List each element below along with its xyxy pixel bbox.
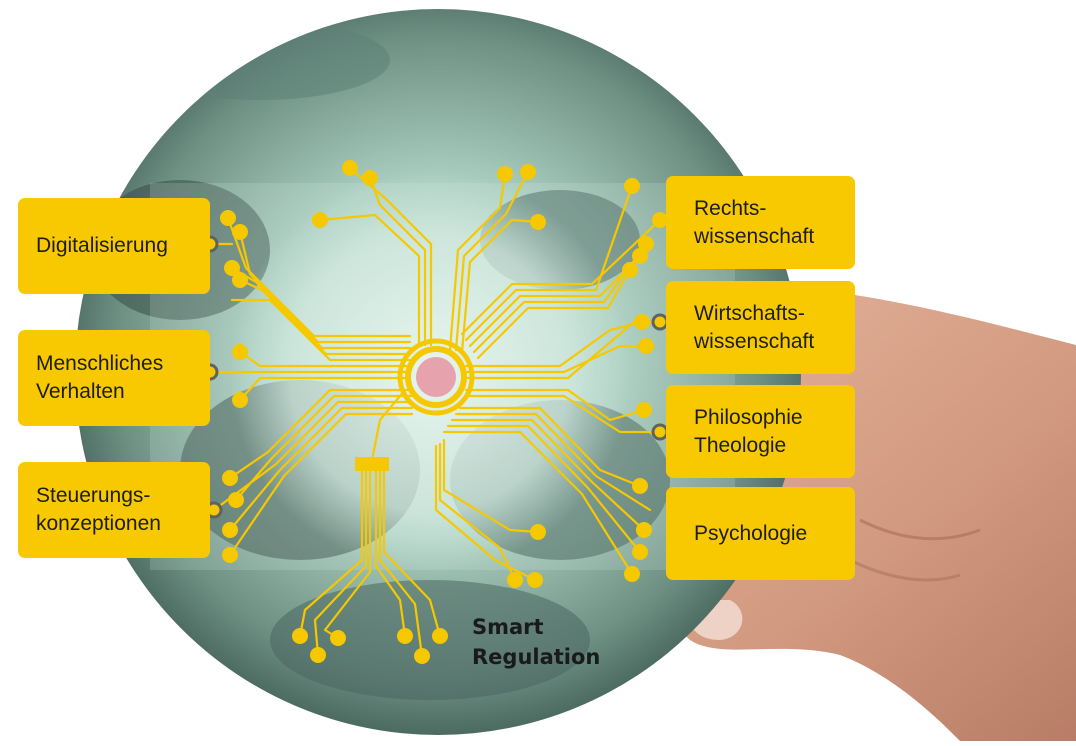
topic-label: wissenschaft	[694, 329, 815, 353]
circuit-nodes	[220, 160, 668, 664]
topic-label: Theologie	[694, 433, 787, 457]
topic-label: wissenschaft	[694, 224, 815, 248]
topic-label: Steuerungs-	[36, 484, 151, 507]
topic-label: Menschliches	[36, 352, 164, 375]
topic-label: Rechts-	[694, 196, 767, 220]
topic-box-digitalisierung: Digitalisierung	[18, 198, 210, 294]
topic-label: Psychologie	[694, 521, 808, 545]
topic-label: Wirtschafts-	[694, 301, 805, 325]
topic-box-psychologie: Psychologie	[666, 487, 855, 580]
topic-box-steuerungskonzeptionen: Steuerungs- konzeptionen	[18, 462, 210, 558]
diagram-title: Smart Regulation	[472, 612, 600, 672]
title-line: Regulation	[472, 645, 601, 669]
topic-box-menschliches-verhalten: Menschliches Verhalten	[18, 330, 210, 426]
topic-label: Philosophie	[694, 405, 803, 429]
connector-pad	[355, 457, 389, 471]
topic-box-rechtswissenschaft: Rechts- wissenschaft	[666, 176, 855, 269]
topic-box-philosophie-theologie: Philosophie Theologie	[666, 385, 855, 478]
topic-label: Digitalisierung	[36, 234, 168, 257]
title-line: Smart	[472, 615, 544, 639]
topic-label: konzeptionen	[36, 512, 161, 535]
circuit-hub-icon	[397, 338, 475, 416]
topic-box-wirtschaftswissenschaft: Wirtschafts- wissenschaft	[666, 281, 855, 374]
topic-label: Verhalten	[36, 380, 125, 403]
